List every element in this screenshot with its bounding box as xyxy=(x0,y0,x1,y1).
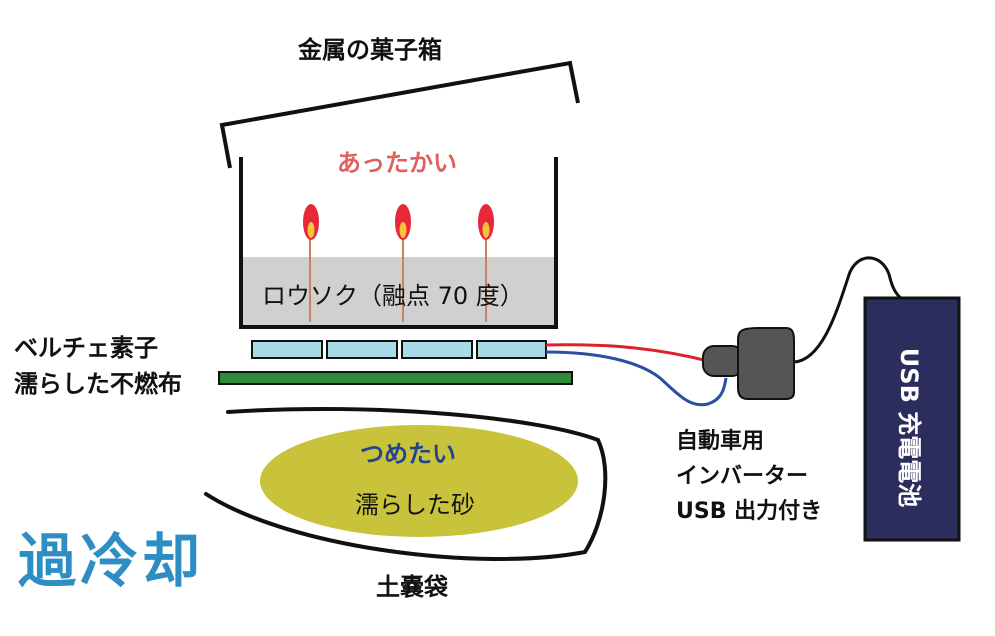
wire-blue xyxy=(545,350,728,407)
label-inverter-line: インバーター xyxy=(676,464,809,489)
metal-box-lid xyxy=(219,60,580,169)
label-candle: ロウソク（融点 70 度） xyxy=(262,282,524,310)
label-battery-wrap: USB 充電電池 xyxy=(874,316,950,538)
flame-icon xyxy=(303,204,319,240)
usb-battery xyxy=(863,296,961,542)
inverter-icon xyxy=(702,327,795,400)
label-wet-cloth: 濡らした不燃布 xyxy=(14,370,182,398)
flame-icon xyxy=(478,204,494,240)
peltier-tile xyxy=(326,340,398,359)
flame-icon xyxy=(395,204,411,240)
label-warm: あったかい xyxy=(337,149,457,177)
label-inverter-line: 自動車用 xyxy=(676,429,765,454)
candle-wax xyxy=(241,257,556,327)
wet-sand xyxy=(260,425,578,537)
label-battery: USB 充電電池 xyxy=(895,347,924,507)
label-sandbag: 土嚢袋 xyxy=(376,573,448,601)
peltier-tile xyxy=(251,340,323,359)
peltier-tile xyxy=(401,340,473,359)
usb-cable xyxy=(793,256,904,364)
label-cold: つめたい xyxy=(360,440,456,468)
sandbag xyxy=(204,406,608,561)
label-supercool: 過冷却 xyxy=(18,527,205,595)
label-inverter: 自動車用 インバーター USB 出力付き xyxy=(676,424,822,529)
wet-cloth xyxy=(218,371,573,385)
metal-box xyxy=(239,157,558,329)
label-peltier: ベルチェ素子 xyxy=(14,334,158,362)
label-wet-sand: 濡らした砂 xyxy=(355,491,475,519)
wire-red xyxy=(545,343,713,364)
label-metal-box: 金属の菓子箱 xyxy=(298,36,442,64)
peltier-tile xyxy=(476,340,547,359)
label-inverter-line: USB 出力付き xyxy=(676,499,823,524)
